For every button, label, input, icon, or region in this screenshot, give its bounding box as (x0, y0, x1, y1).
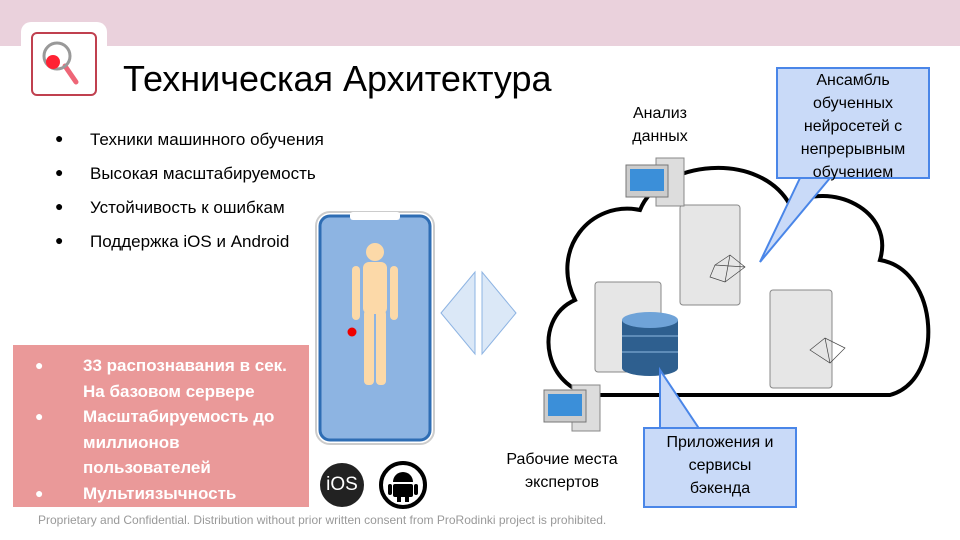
workstation-icon (625, 157, 685, 207)
callout-text: сервисы (688, 457, 752, 474)
feature-list: ●Техники машинного обучения ●Высокая мас… (55, 130, 324, 266)
highlight-text: 33 распознавания в сек. (83, 356, 287, 375)
list-item-text: Устойчивость к ошибкам (90, 198, 285, 217)
arrow-left-icon (440, 270, 476, 356)
list-item-text: Поддержка iOS и Android (90, 232, 290, 251)
apps-callout: Приложения и сервисы бэкенда (643, 427, 797, 508)
neural-network-icon (709, 254, 846, 364)
highlight-text: миллионов (83, 432, 180, 452)
list-item: ●Техники машинного обучения (55, 130, 324, 164)
highlight-text: На базовом сервере (83, 381, 255, 401)
list-item-text: Высокая масштабируемость (90, 164, 316, 183)
magnifier-icon (42, 41, 79, 85)
label-text: экспертов (525, 474, 599, 491)
arrow-right-icon (481, 270, 517, 356)
label-text: Анализ (632, 105, 687, 122)
highlight-text: Масштабируемость до (83, 407, 275, 426)
callout-text: непрерывным (800, 141, 906, 158)
highlights-box: ●33 распознавания в сек. На базовом серв… (13, 345, 309, 507)
ios-icon: iOS (320, 463, 364, 507)
callout-text: обучением (812, 164, 894, 181)
callout-text: нейросетей с (803, 118, 903, 135)
workstation-icon (543, 384, 601, 432)
marker-dot (347, 327, 357, 337)
experts-label: Рабочие места экспертов (492, 448, 632, 494)
logo (31, 32, 97, 96)
analysis-label: Анализ данных (610, 102, 710, 148)
list-item: ●Поддержка iOS и Android (55, 232, 324, 266)
callout-text: Приложения и (666, 434, 774, 451)
human-body-icon (352, 243, 398, 385)
label-text: Рабочие места (506, 451, 618, 468)
database-icon (622, 312, 678, 376)
callout-text: обученных (812, 95, 894, 112)
callout-text: Ансамбль (816, 72, 890, 89)
page-title: Техническая Архитектура (123, 58, 552, 99)
ensemble-callout: Ансамбль обученных нейросетей с непрерыв… (776, 67, 930, 181)
list-item: ●Устойчивость к ошибкам (55, 198, 324, 232)
list-item-text: Техники машинного обучения (90, 130, 324, 149)
highlight-text: Мультиязычность (83, 483, 237, 503)
android-robot-icon (388, 472, 418, 502)
phone-illustration (315, 211, 435, 445)
callout-text: бэкенда (689, 480, 751, 497)
label-text: данных (632, 128, 688, 145)
top-banner (0, 0, 960, 46)
list-item: ●Высокая масштабируемость (55, 164, 324, 198)
android-icon (379, 461, 427, 509)
footer-disclaimer: Proprietary and Confidential. Distributi… (38, 513, 607, 527)
highlight-text: пользователей (83, 458, 211, 477)
ios-text: iOS (326, 474, 358, 495)
